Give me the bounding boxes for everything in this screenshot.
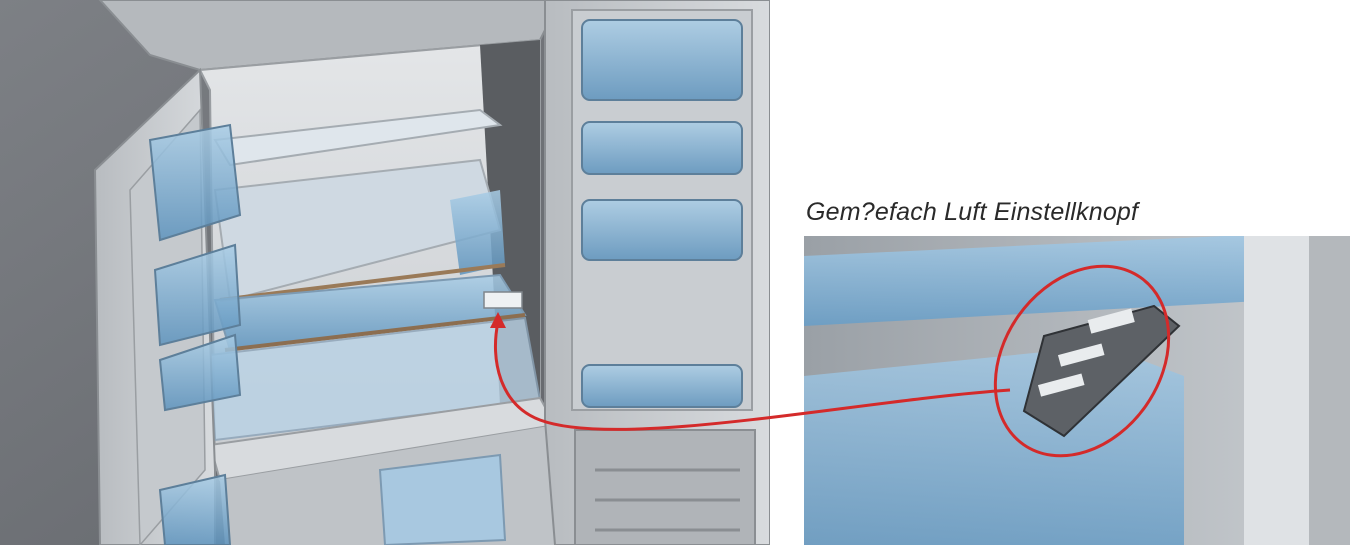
zoom-highlight-ellipse	[993, 264, 1171, 458]
left-door-bin-1	[148, 123, 242, 242]
zoom-detail-illustration	[804, 236, 1350, 545]
air-control-knob	[483, 291, 523, 309]
zoom-shelf-glass	[804, 236, 1350, 326]
callout-label: Gem?efach Luft Einstellknopf	[806, 198, 1139, 226]
zoom-knob-slot-2	[1057, 343, 1105, 367]
left-door-bin-3	[158, 333, 242, 412]
freezer-basket	[378, 453, 507, 545]
zoom-knob-body	[1022, 304, 1181, 438]
right-door-bin-2	[581, 121, 743, 175]
zoom-right-edge	[1309, 236, 1350, 545]
zoom-knob-slot-1	[1087, 308, 1135, 334]
left-door-bin-4	[158, 473, 232, 545]
left-door-bin-2	[153, 243, 242, 347]
zoom-knob-slot-3	[1037, 373, 1085, 397]
right-door-bin-1	[581, 19, 743, 101]
right-door-bin-4	[581, 364, 743, 408]
refrigerator-illustration	[0, 0, 770, 545]
freezer-door	[574, 429, 756, 545]
zoom-right-wall	[1244, 236, 1314, 545]
lower-drawer-rim	[224, 313, 526, 352]
right-door-bin-3	[581, 199, 743, 261]
crisper-drawer-glass	[450, 190, 505, 275]
crisper-rim	[219, 263, 506, 302]
